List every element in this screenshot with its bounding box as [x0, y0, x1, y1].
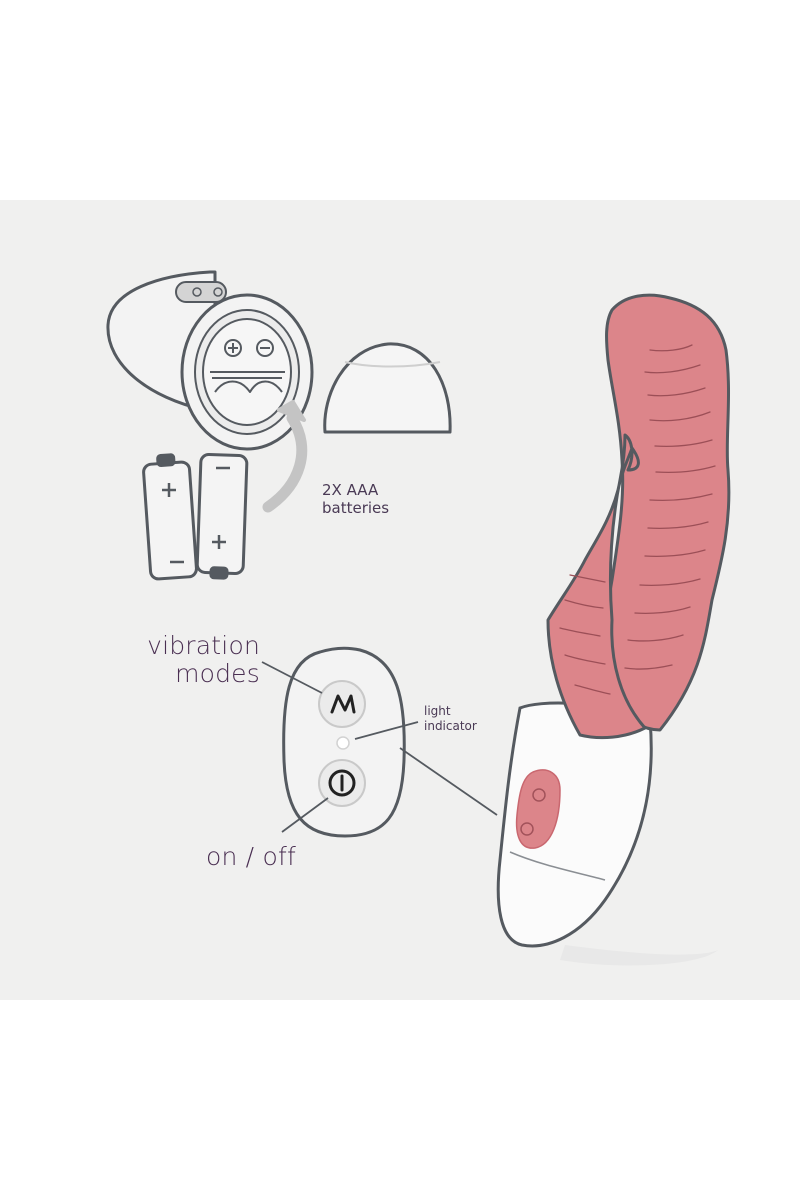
battery-cap: [323, 342, 452, 434]
light-indicator-led: [336, 736, 350, 750]
battery-icon: [142, 453, 198, 581]
battery-icon: [195, 453, 249, 580]
light-indicator-label: light indicator: [424, 704, 477, 734]
control-panel: [282, 646, 406, 838]
plus-icon: [224, 339, 242, 357]
batteries-label-line1: 2X AAA: [322, 481, 379, 499]
light-indicator-label-line2: indicator: [424, 719, 477, 733]
wave-icon[interactable]: [318, 680, 366, 728]
minus-icon: [256, 339, 274, 357]
leader-lines: [261, 661, 498, 833]
vibration-modes-label-line2: modes: [175, 659, 260, 688]
power-icon[interactable]: [318, 759, 366, 807]
battery-compartment: [106, 270, 314, 451]
batteries-label: 2X AAA batteries: [322, 481, 389, 517]
on-off-label: on / off: [206, 842, 296, 871]
vibration-modes-label-line1: vibration: [147, 631, 260, 660]
curved-arrow-icon: [262, 400, 308, 513]
light-indicator-label-line1: light: [424, 704, 451, 718]
batteries-label-line2: batteries: [322, 499, 390, 517]
vibration-modes-label: vibration modes: [140, 632, 260, 688]
product-illustration: [496, 293, 731, 966]
